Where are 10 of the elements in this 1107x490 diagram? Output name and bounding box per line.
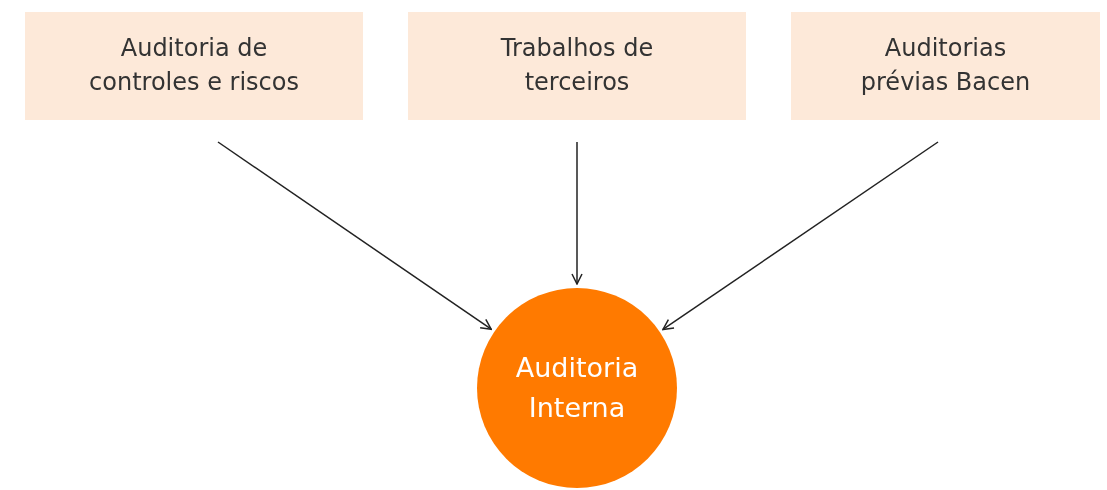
process-box — [408, 12, 746, 120]
arrow — [662, 141, 939, 331]
node-text: Auditoria Interna — [514, 350, 640, 425]
process-box — [25, 12, 363, 120]
arrow — [217, 141, 492, 330]
node-text: Auditorias prévias Bacen — [859, 33, 1032, 98]
process-box — [791, 12, 1100, 120]
node-text: Auditoria de controles e riscos — [88, 33, 300, 98]
arrow — [571, 141, 583, 285]
node-text: Trabalhos de terceiros — [499, 33, 655, 98]
